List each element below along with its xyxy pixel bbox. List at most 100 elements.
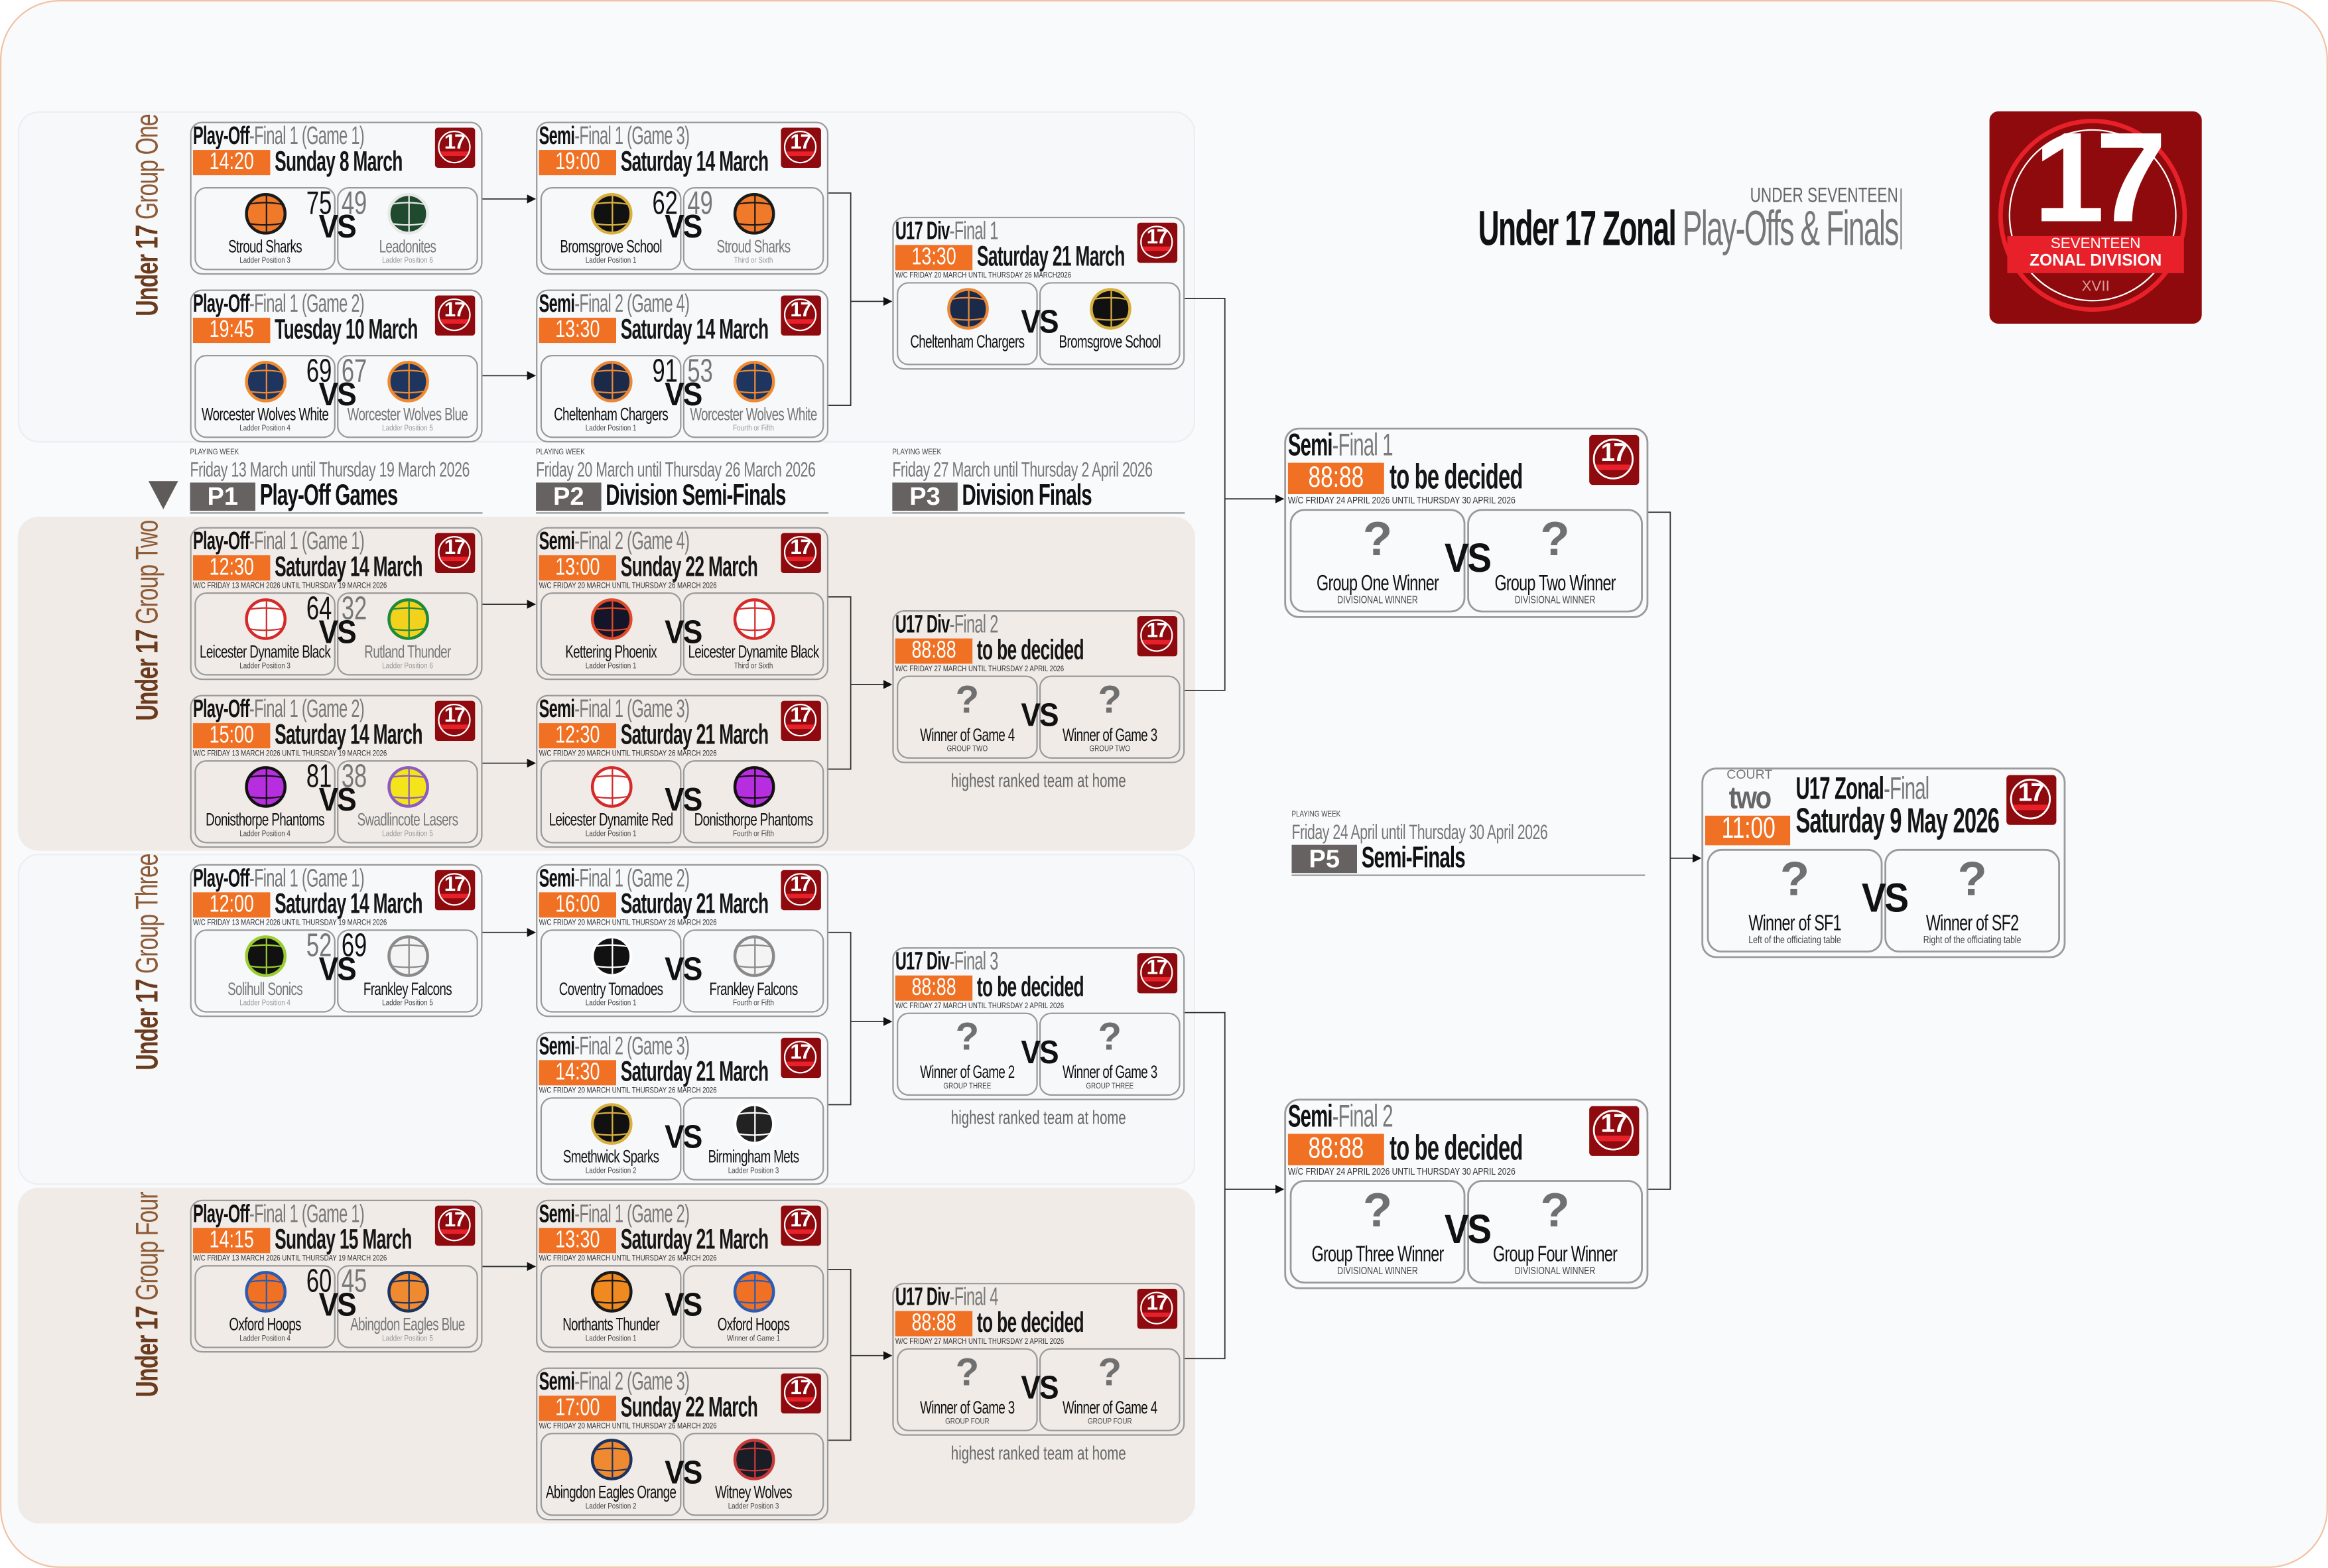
week-commencing: W/C FRIDAY 27 MARCH UNTIL THURSDAY 2 APR…	[895, 1002, 1065, 1012]
team-name: Northants Thunder	[562, 1314, 660, 1335]
match-date: Saturday 14 March	[275, 720, 422, 751]
match-title-bold: Semi	[539, 527, 575, 556]
match-title-bold: Play-Off	[193, 527, 250, 556]
week-commencing: W/C FRIDAY 13 MARCH 2026 UNTIL THURSDAY …	[193, 750, 387, 759]
team-subtitle: Ladder Position 5	[382, 830, 433, 839]
team-name: Winner of Game 3	[1062, 724, 1157, 746]
week-commencing: W/C FRIDAY 20 MARCH UNTIL THURSDAY 26 MA…	[539, 919, 717, 929]
badge-strip	[439, 319, 470, 324]
badge-ring: 17	[783, 873, 817, 906]
badge-strip	[439, 1229, 470, 1234]
playing-week-title: Division Finals	[962, 480, 1092, 513]
badge-strip	[1141, 246, 1172, 251]
badge-ring: 17	[783, 298, 817, 332]
badge-number: 17	[790, 1209, 812, 1231]
badge-ring: 17	[783, 1209, 817, 1242]
home-advantage-note: highest ranked team at home	[950, 1441, 1126, 1465]
match-date: to be decided	[976, 972, 1084, 1004]
divider	[1900, 188, 1902, 250]
question-mark-icon: ?	[1362, 1181, 1393, 1238]
match-date: Sunday 15 March	[275, 1224, 412, 1256]
week-commencing: W/C FRIDAY 13 MARCH 2026 UNTIL THURSDAY …	[193, 1254, 387, 1264]
playing-week-dates: Friday 20 March until Thursday 26 March …	[536, 457, 816, 482]
team-subtitle: Ladder Position 1	[585, 1335, 637, 1344]
tip-off-time: 13:30	[539, 318, 616, 344]
week-commencing: W/C FRIDAY 20 MARCH UNTIL THURSDAY 26 MA…	[539, 1086, 717, 1096]
team-score: 49	[341, 184, 367, 222]
u17-badge-icon: 17	[1589, 1106, 1640, 1156]
away-team[interactable]: Bromsgrove School	[1039, 282, 1181, 365]
match-title-light: -Final 4	[949, 1283, 999, 1311]
match-title: Semi-Final 2 (Game 3)	[539, 1369, 690, 1394]
team-subtitle: GROUP TWO	[946, 745, 988, 755]
team-name: Leicester Dynamite Black	[200, 641, 331, 663]
home-team[interactable]: Cheltenham Chargers	[897, 282, 1038, 365]
match-title-bold: U17 Div	[895, 947, 950, 976]
badge-ring: 17	[1140, 956, 1173, 989]
u17-badge-icon: 17	[781, 1373, 821, 1414]
vs-label: VS	[1020, 1368, 1058, 1406]
